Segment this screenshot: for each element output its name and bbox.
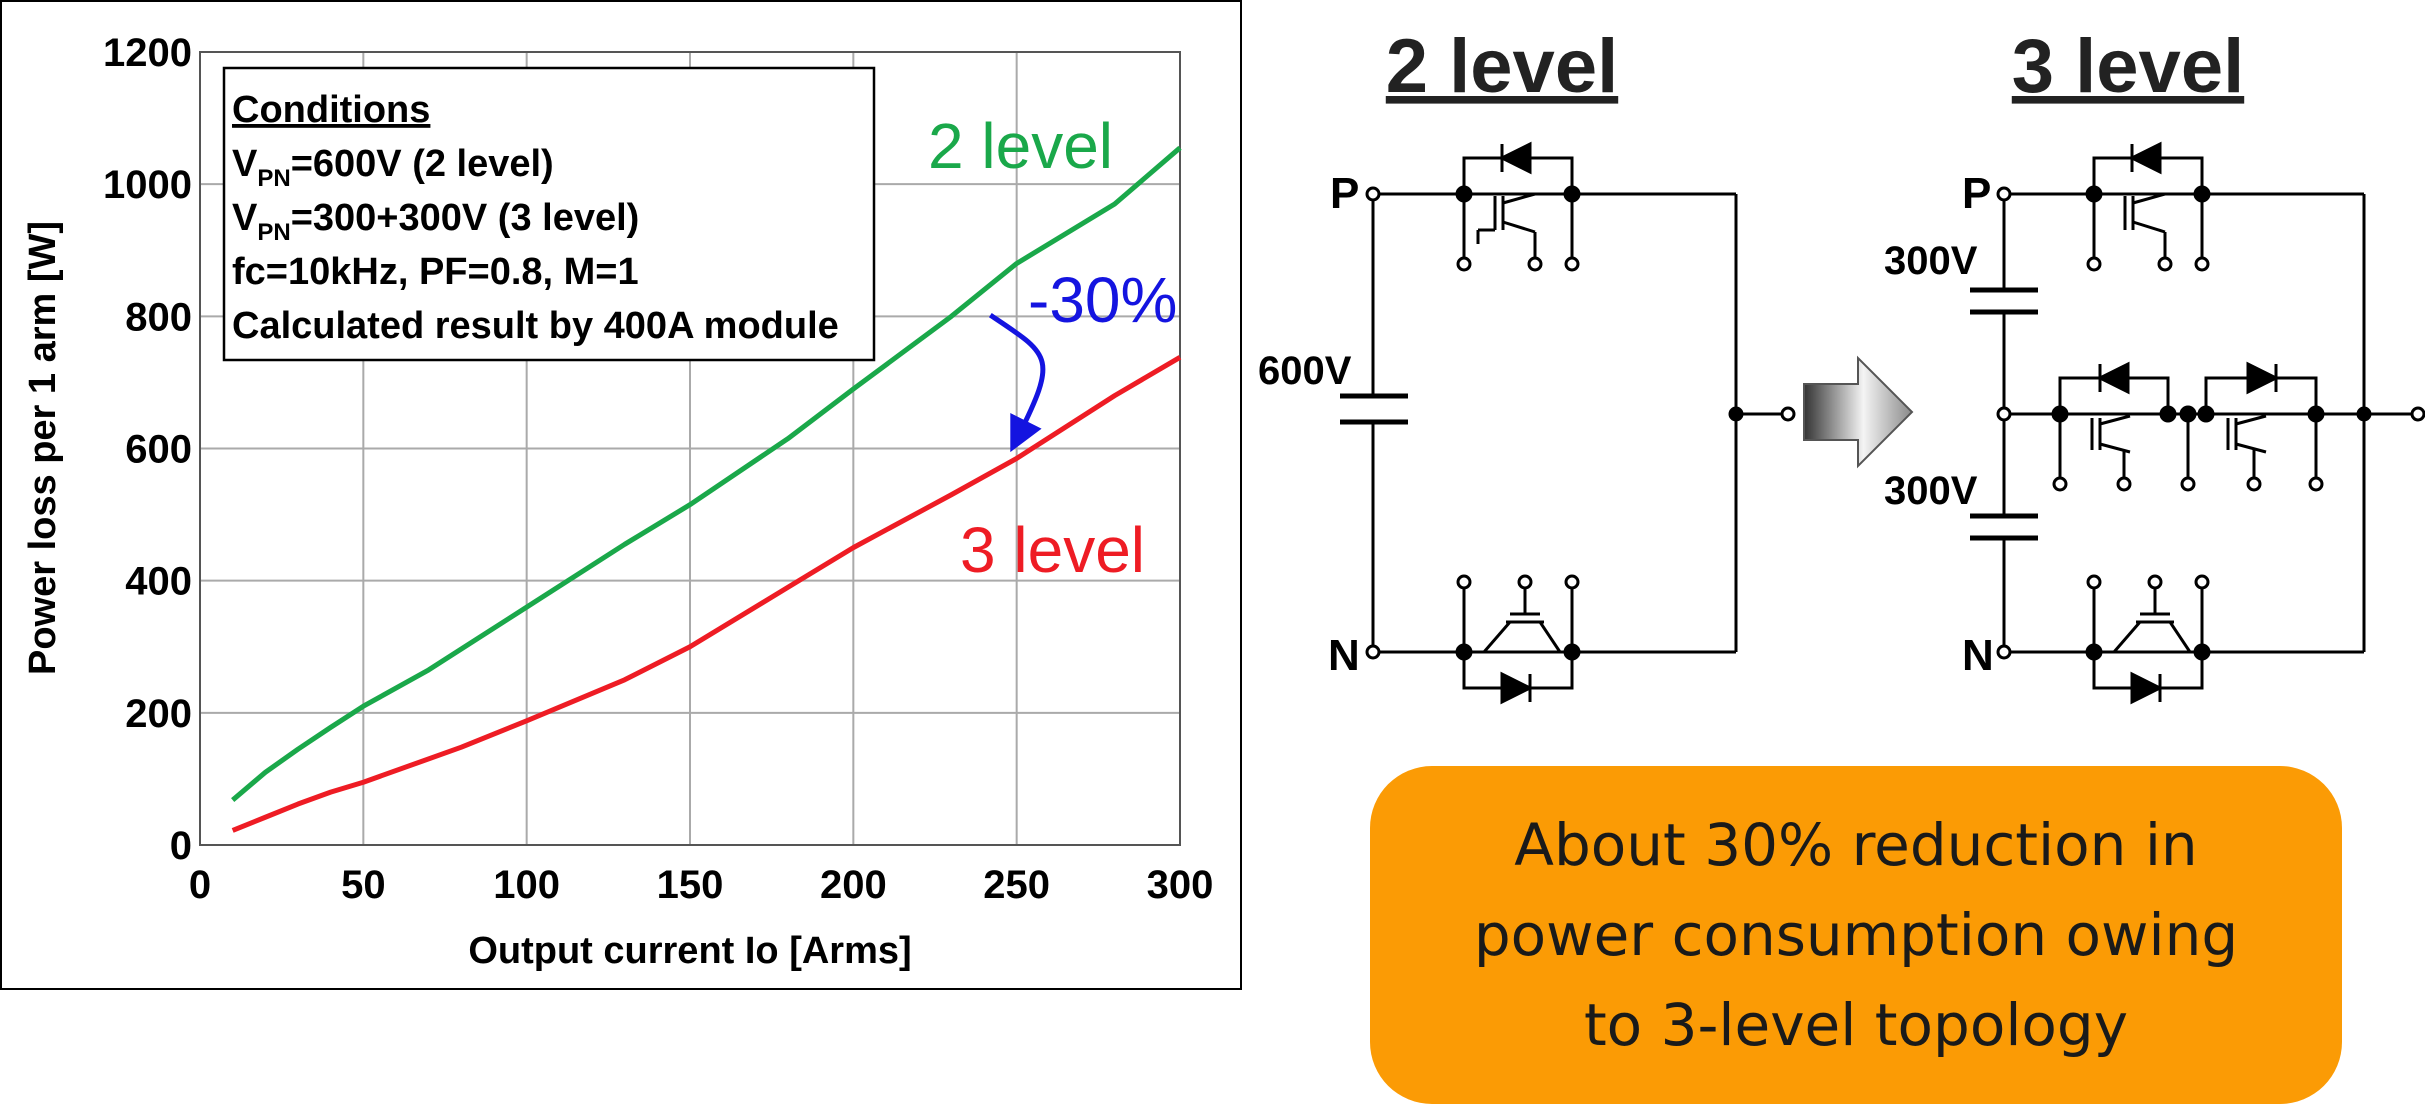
node-label-n-2level: N	[1328, 631, 1360, 680]
conditions-line-1-rest: =600V (2 level)	[291, 143, 554, 185]
y-axis-ticks: 0 200 400 600 800 1000 1200	[103, 31, 192, 868]
y-axis-label: Power loss per 1 arm [W]	[22, 221, 64, 675]
conditions-line-1: VPN=600V (2 level)	[232, 143, 554, 192]
node-label-p-3level: P	[1962, 169, 1991, 218]
circuit-2-level: P N 600V	[1258, 141, 1796, 705]
conditions-line-1-main: V	[232, 143, 258, 185]
conditions-line-2: VPN=300+300V (3 level)	[232, 197, 639, 246]
voltage-label-600v: 600V	[1258, 349, 1352, 393]
reduction-arrow	[988, 313, 1046, 453]
plot-area-border	[199, 51, 1181, 846]
terminal-mid-3level	[1996, 406, 2012, 422]
x-tick-label: 150	[657, 863, 724, 907]
node-label-p-2level: P	[1330, 169, 1359, 218]
terminal-n-3level	[1996, 644, 2012, 660]
series-label-3-level: 3 level	[960, 514, 1145, 586]
x-axis-label: Output current Io [Arms]	[468, 930, 911, 972]
title-2-level: 2 level	[1386, 24, 1618, 109]
chart-panel: 0 50 100 150 200 250 300 0 200 400 600 800 1000 1200…	[0, 0, 1242, 990]
igbt-upper-2level	[1455, 141, 1581, 272]
conditions-line-2-sub: PN	[257, 219, 290, 246]
node-label-n-3level: N	[1962, 631, 1994, 680]
conditions-title: Conditions	[232, 89, 430, 131]
terminal-out-3level	[2410, 406, 2425, 422]
series-line-3-level	[231, 355, 1182, 833]
conditions-line-3: fc=10kHz, PF=0.8, M=1	[232, 251, 639, 293]
igbt-upper-3level	[2085, 141, 2211, 272]
circuit-3-level: P N 300V 300V	[1884, 141, 2425, 705]
terminal-n-2level	[1365, 644, 1381, 660]
right-arrow-icon	[1803, 355, 1914, 469]
x-tick-label: 0	[189, 863, 211, 907]
x-tick-label: 100	[493, 863, 560, 907]
reduction-label: -30%	[1028, 264, 1177, 336]
x-tick-label: 50	[341, 863, 386, 907]
conclusion-callout: About 30% reduction in power consumption…	[1370, 766, 2342, 1104]
x-axis-ticks: 0 50 100 150 200 250 300	[189, 863, 1214, 907]
igbt-lower-2level	[1455, 574, 1581, 705]
conditions-line-1-sub: PN	[257, 165, 290, 192]
conditions-line-2-rest: =300+300V (3 level)	[291, 197, 640, 239]
y-tick-label: 200	[125, 692, 192, 736]
x-tick-label: 200	[820, 863, 887, 907]
title-3-level: 3 level	[2012, 24, 2244, 109]
terminal-p-3level	[1996, 186, 2012, 202]
conclusion-text: About 30% reduction in power consumption…	[1473, 811, 2239, 1059]
igbt-lower-3level	[2085, 574, 2211, 705]
x-tick-label: 300	[1147, 863, 1214, 907]
y-tick-label: 1200	[103, 31, 192, 75]
igbt-middle-3level	[2051, 361, 2325, 492]
voltage-label-300v-top: 300V	[1884, 239, 1978, 283]
series-label-2-level: 2 level	[928, 110, 1113, 182]
terminal-p-2level	[1365, 186, 1381, 202]
conditions-box-frame	[222, 66, 876, 362]
y-tick-label: 800	[125, 295, 192, 339]
x-tick-label: 250	[983, 863, 1050, 907]
y-tick-label: 1000	[103, 163, 192, 207]
topology-diagram: 2 level 3 level P N 600V	[1258, 24, 2425, 705]
series-line-2-level	[231, 145, 1182, 802]
series-lines	[231, 145, 1182, 833]
terminal-out-2level	[1780, 406, 1796, 422]
conditions-line-2-main: V	[232, 197, 258, 239]
conditions-line-4: Calculated result by 400A module	[232, 305, 839, 347]
y-tick-label: 400	[125, 560, 192, 604]
y-tick-label: 600	[125, 428, 192, 472]
voltage-label-300v-bottom: 300V	[1884, 469, 1978, 513]
conditions-box: Conditions VPN=600V (2 level) VPN=300+30…	[222, 66, 876, 362]
y-tick-label: 0	[170, 824, 192, 868]
